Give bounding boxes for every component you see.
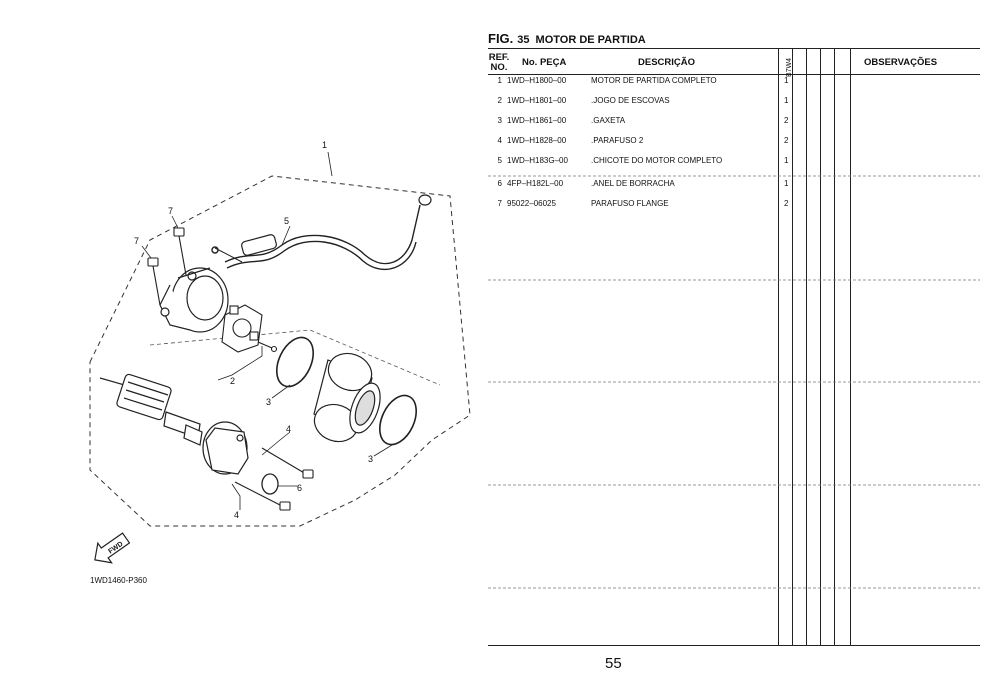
callout-5: 5	[284, 216, 289, 226]
exploded-diagram: 1 2 3 3 4 4 5 6 7 7 FWD 1WD1460-P360	[89, 140, 471, 585]
callout-4b: 4	[234, 510, 239, 520]
assembly-boundary	[89, 175, 471, 527]
yoke-part	[313, 352, 381, 443]
observations-header: OBSERVAÇÕES	[864, 57, 938, 68]
table-grid	[488, 48, 980, 646]
parts-table: REF. NO. No. PEÇA DESCRIÇÃO B7W4 OBSERVA…	[488, 48, 980, 646]
callout-leaders	[141, 151, 393, 510]
gasket-part	[379, 394, 417, 446]
callout-7: 7	[168, 206, 173, 216]
callout-2: 2	[230, 376, 235, 386]
through-bolt-parts	[234, 447, 314, 511]
brush-set-part	[221, 304, 278, 353]
ref-no-header: REF. NO.	[488, 52, 510, 73]
gasket-part	[276, 336, 314, 388]
callout-6: 6	[297, 483, 302, 493]
model-code-header: B7W4	[786, 57, 794, 78]
callout-3: 3	[266, 397, 271, 407]
motor-harness-part	[211, 194, 432, 271]
callout-7b: 7	[134, 236, 139, 246]
callout-labels: 1 2 3 3 4 4 5 6 7 7	[134, 140, 373, 520]
flange-bolt-parts	[147, 227, 187, 306]
figure-number: 35	[517, 34, 530, 46]
fwd-arrow-icon: FWD	[94, 532, 131, 564]
figure-label: FIG.	[488, 31, 514, 46]
callout-3b: 3	[368, 454, 373, 464]
figure-title: MOTOR DE PARTIDA	[535, 34, 646, 46]
callout-1: 1	[322, 140, 327, 150]
callout-4: 4	[286, 424, 291, 434]
inner-boundary	[149, 329, 441, 386]
part-no-header: No. PEÇA	[522, 57, 567, 68]
armature-part	[99, 373, 203, 446]
front-cover-part	[202, 421, 249, 475]
description-header: DESCRIÇÃO	[638, 57, 696, 68]
diagram-code: 1WD1460-P360	[90, 576, 147, 585]
rear-cover-part	[159, 267, 229, 333]
page-number: 55	[605, 655, 622, 672]
figure-header: FIG.35 MOTOR DE PARTIDA	[488, 30, 646, 48]
